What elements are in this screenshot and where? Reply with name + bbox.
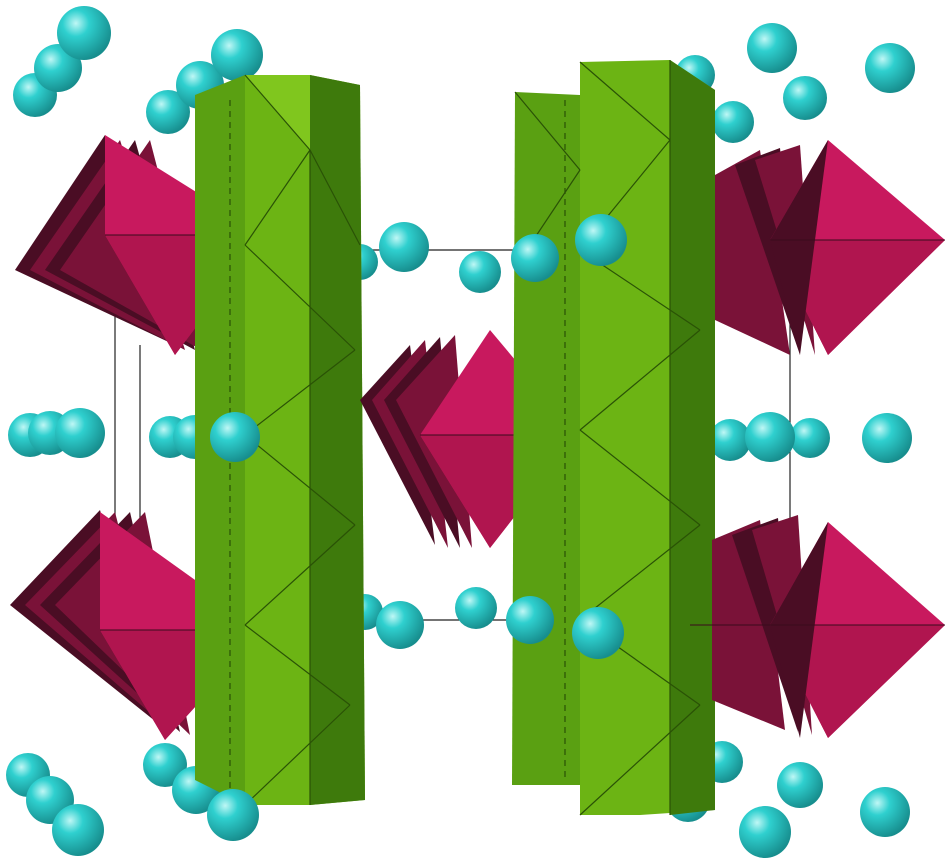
front-atom: [52, 804, 104, 856]
slab-left: [195, 74, 365, 806]
back-atom: [459, 251, 501, 293]
front-atom: [575, 214, 627, 266]
atom-layer-back: [6, 6, 915, 824]
front-atom: [379, 222, 429, 272]
octahedron-stack-left-bottom: [10, 510, 265, 740]
back-atom: [211, 29, 263, 81]
octahedron-stack-right-top: [715, 140, 945, 355]
front-atom: [572, 607, 624, 659]
front-atom: [506, 596, 554, 644]
front-atom: [511, 234, 559, 282]
slab-right: [512, 60, 715, 816]
front-atom: [745, 412, 795, 462]
octahedron-stack-right-bottom: [690, 515, 945, 738]
back-atom: [790, 418, 830, 458]
front-atom: [376, 601, 424, 649]
front-atom: [210, 412, 260, 462]
back-atom: [865, 43, 915, 93]
octahedron-stack-center: [360, 330, 578, 548]
back-atom: [709, 419, 751, 461]
front-atom: [862, 413, 912, 463]
front-atom: [860, 787, 910, 837]
front-atom: [55, 408, 105, 458]
atom-layer-front: [52, 214, 912, 858]
back-atom: [143, 743, 187, 787]
back-atom: [455, 587, 497, 629]
back-atom: [57, 6, 111, 60]
back-atom: [747, 23, 797, 73]
front-atom: [207, 789, 259, 841]
back-atom: [783, 76, 827, 120]
front-atom: [739, 806, 791, 858]
back-atom: [146, 90, 190, 134]
back-atom: [712, 101, 754, 143]
back-atom: [777, 762, 823, 808]
